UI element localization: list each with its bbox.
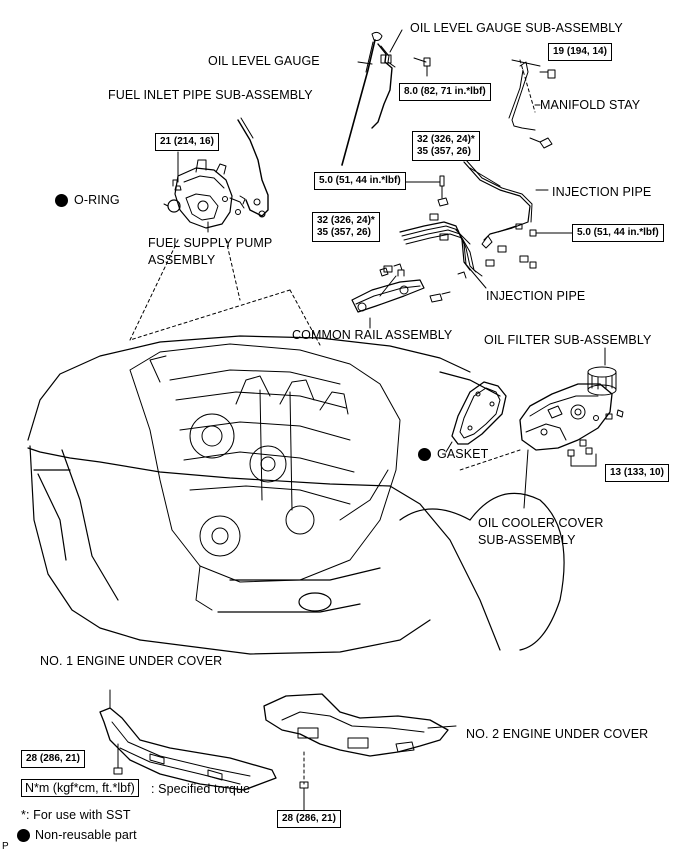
torque-injection-upper-line2: 35 (357, 26) [417,146,471,157]
label-injection-pipe-lower: INJECTION PIPE [486,289,586,303]
engine-drawing [129,343,401,611]
label-fuel-supply-pump-2: ASSEMBLY [148,253,216,267]
torque-clamp-bolt-left: 5.0 (51, 44 in.*lbf) [314,172,406,190]
label-no1-engine-under-cover: NO. 1 ENGINE UNDER COVER [40,654,223,668]
label-oil-cooler-cover-2: SUB-ASSEMBLY [478,533,576,547]
label-fuel-inlet-pipe-sub-assembly: FUEL INLET PIPE SUB-ASSEMBLY [108,88,313,102]
no2-engine-under-cover-drawing [263,693,457,757]
common-rail-drawing [351,265,451,313]
oil-filter-drawing [587,347,617,396]
torque-injection-lower-line1: 32 (326, 24)* [317,215,375,226]
label-oil-filter-sub-assembly: OIL FILTER SUB-ASSEMBLY [484,333,652,347]
label-common-rail-assembly: COMMON RAIL ASSEMBLY [292,328,453,342]
torque-manifold-stay-bolt: 19 (194, 14) [548,43,612,61]
label-o-ring: O-RING [74,193,120,207]
o-ring-non-reusable-mark [55,194,68,207]
torque-gauge-bolt: 8.0 (82, 71 in.*lbf) [399,83,491,101]
legend-sst-note: *: For use with SST [21,808,131,822]
torque-injection-pipe-upper: 32 (326, 24)* 35 (357, 26) [412,131,480,161]
torque-pump-bolt: 21 (214, 16) [155,133,219,151]
manifold-stay-drawing [508,59,556,149]
legend-torque-units: N*m (kgf*cm, ft.*lbf) [21,779,139,797]
fuel-inlet-pipe-drawing [237,117,269,218]
installation-lines [129,239,521,471]
label-manifold-stay: MANIFOLD STAY [540,98,641,112]
torque-injection-upper-line1: 32 (326, 24)* [417,134,475,145]
corner-mark: P [2,841,9,852]
no1-engine-under-cover-drawing [99,689,277,791]
oil-level-gauge-guide-drawing [371,29,431,129]
label-fuel-supply-pump-1: FUEL SUPPLY PUMP [148,236,273,250]
torque-oil-cooler-bolt: 13 (133, 10) [605,464,669,482]
legend-torque-description: : Specified torque [151,782,251,796]
injection-pipe-lower-drawing [379,213,537,279]
gasket-drawing [445,381,507,453]
fuel-supply-pump-drawing [172,159,246,229]
vehicle-front-drawing [27,335,565,655]
legend-non-reusable-mark [17,829,30,842]
label-no2-engine-under-cover: NO. 2 ENGINE UNDER COVER [466,727,649,741]
oil-cooler-cover-drawing [519,383,624,509]
torque-injection-pipe-lower: 32 (326, 24)* 35 (357, 26) [312,212,380,242]
torque-injection-lower-line2: 35 (357, 26) [317,227,371,238]
oil-level-gauge-drawing [341,31,383,166]
label-oil-cooler-cover-1: OIL COOLER COVER [478,516,604,530]
torque-clamp-bolt-right: 5.0 (51, 44 in.*lbf) [572,224,664,242]
label-oil-level-gauge: OIL LEVEL GAUGE [208,54,320,68]
injection-pipe-upper-drawing [463,159,549,249]
gasket-non-reusable-mark [418,448,431,461]
torque-under-cover-2-bolt: 28 (286, 21) [277,810,341,828]
label-injection-pipe-upper: INJECTION PIPE [552,185,652,199]
label-gasket: GASKET [437,447,489,461]
torque-under-cover-1-bolt: 28 (286, 21) [21,750,85,768]
label-oil-level-gauge-sub-assembly: OIL LEVEL GAUGE SUB-ASSEMBLY [410,21,623,35]
legend-non-reusable-text: Non-reusable part [35,828,137,842]
